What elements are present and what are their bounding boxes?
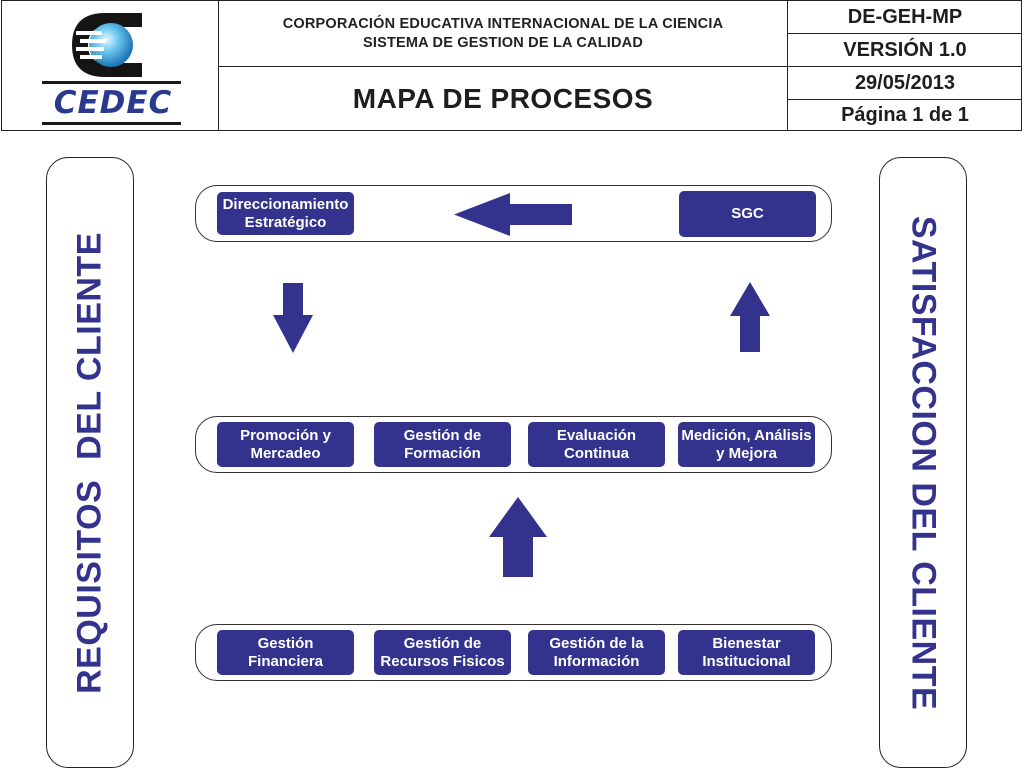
client-requirements-label: REQUISITOS DEL CLIENTE (70, 231, 109, 694)
process-label-line1: Evaluación (556, 426, 637, 444)
process-gestion-formacion: Gestión de Formación (374, 422, 511, 467)
document-version: VERSIÓN 1.0 (788, 34, 1022, 67)
arrow-down-icon (273, 283, 313, 353)
document-code: DE-GEH-MP (788, 1, 1022, 34)
process-label-line1: Gestión de la (549, 634, 644, 652)
client-satisfaction-panel: SATISFACCION DEL CLIENTE (879, 157, 967, 768)
process-gestion-informacion: Gestión de la Información (528, 630, 665, 675)
process-bienestar-institucional: Bienestar Institucional (678, 630, 815, 675)
process-label-line2: Financiera (247, 652, 324, 670)
page-number: Página 1 de 1 (841, 104, 969, 126)
process-label-line1: Gestión de (403, 426, 482, 444)
process-sgc: SGC (679, 191, 816, 237)
process-evaluacion-continua: Evaluación Continua (528, 422, 665, 467)
organization-cell: CORPORACIÓN EDUCATIVA INTERNACIONAL DE L… (219, 1, 788, 67)
arrow-left-icon (454, 193, 572, 236)
client-requirements-panel: REQUISITOS DEL CLIENTE (46, 157, 134, 768)
process-label-line1: Bienestar (712, 634, 781, 652)
cedec-logo-icon (72, 13, 142, 77)
process-gestion-recursos-fisicos: Gestión de Recursos Fisicos (374, 630, 511, 675)
process-direccionamiento-estrategico: Direccionamiento Estratégico (217, 192, 354, 235)
logo-cell: CEDEC (2, 1, 219, 131)
process-label-line1: Gestión (257, 634, 314, 652)
process-promocion-mercadeo: Promoción y Mercadeo (217, 422, 354, 467)
document-header: CEDEC CORPORACIÓN EDUCATIVA INTERNACIONA… (1, 0, 1022, 131)
logo-rule-top (42, 81, 181, 84)
arrow-up-icon (730, 282, 770, 352)
logo-rule-bottom (42, 122, 181, 125)
document-title: MAPA DE PROCESOS (352, 83, 654, 114)
organization-name: CORPORACIÓN EDUCATIVA INTERNACIONAL DE L… (282, 15, 724, 32)
process-label-line2: Mercadeo (250, 444, 321, 462)
process-label-line2: Formación (404, 444, 481, 462)
system-name: SISTEMA DE GESTION DE LA CALIDAD (362, 34, 644, 51)
client-satisfaction-label: SATISFACCION DEL CLIENTE (904, 215, 943, 710)
process-label-line2: Continua (563, 444, 629, 462)
logo-text: CEDEC (53, 85, 173, 121)
process-label-line2: y Mejora (716, 444, 777, 462)
process-label-line1: SGC (731, 205, 764, 222)
process-label-line1: Direccionamiento (222, 195, 349, 213)
arrow-up-icon (489, 497, 547, 577)
process-label-line2: Estratégico (244, 213, 327, 231)
process-label-line1: Gestión de (403, 634, 482, 652)
process-label-line2: Información (553, 652, 640, 670)
process-label-line1: Medición, Análisis (681, 426, 812, 444)
process-gestion-financiera: Gestión Financiera (217, 630, 354, 675)
document-date: 29/05/2013 (788, 67, 1022, 100)
process-medicion-analisis-mejora: Medición, Análisis y Mejora (678, 422, 815, 467)
process-label-line2: Institucional (702, 652, 791, 670)
title-cell: MAPA DE PROCESOS (219, 67, 788, 131)
process-label-line1: Promoción y (240, 426, 331, 444)
process-label-line2: Recursos Fisicos (380, 652, 505, 670)
